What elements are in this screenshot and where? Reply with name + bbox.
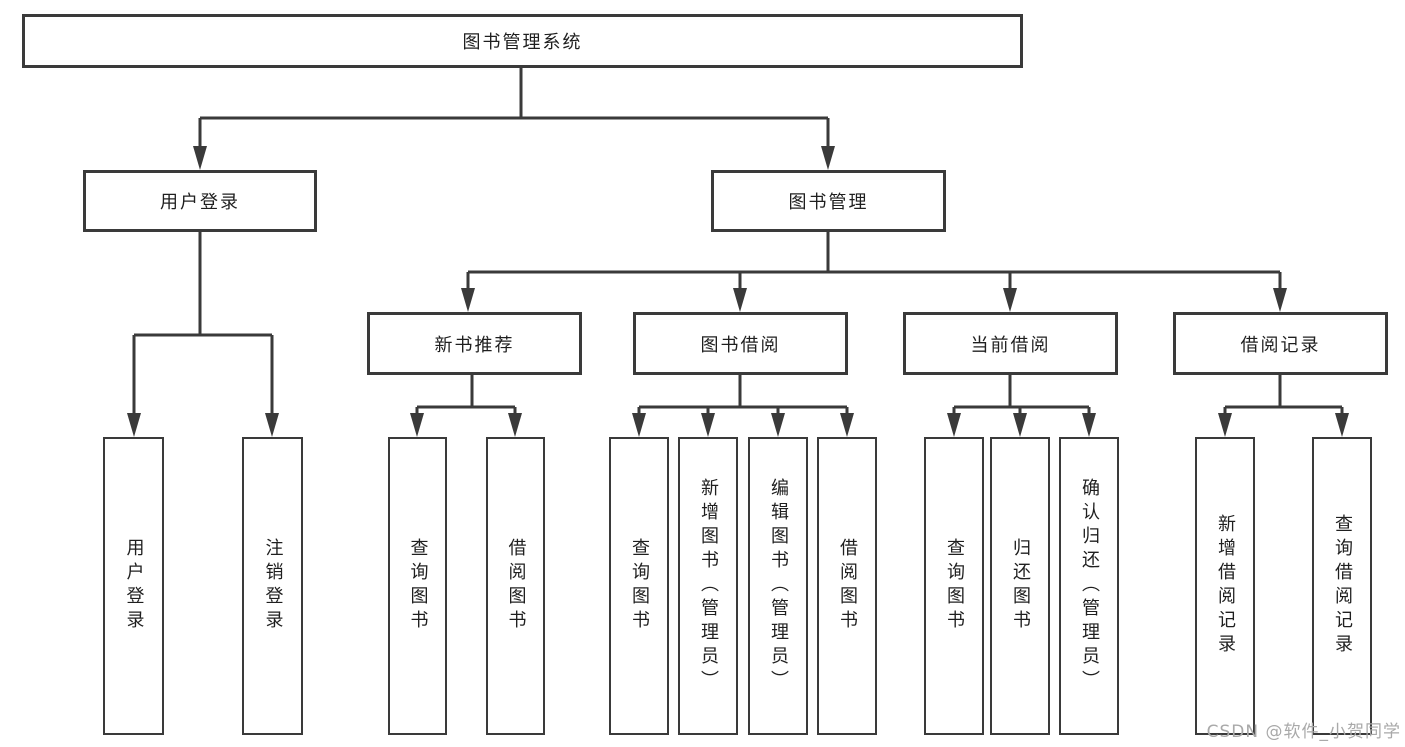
node-current-borrow: 当前借阅 — [903, 312, 1118, 375]
leaf-query-books-borrow: 查询图书 — [609, 437, 669, 735]
arrow-down-icon — [461, 288, 475, 312]
leaf-add-book-admin: 新增图书（管理员） — [678, 437, 738, 735]
arrow-down-icon — [193, 146, 207, 170]
connector-currentborrow-to-leaves — [952, 375, 1091, 416]
arrowheads — [127, 146, 1349, 437]
connector-userlogin-to-leaves — [132, 232, 274, 416]
arrow-down-icon — [1013, 413, 1027, 437]
leaf-label: 注销登录 — [262, 538, 284, 634]
node-library-management-system: 图书管理系统 — [22, 14, 1023, 68]
leaf-confirm-return-admin: 确认归还（管理员） — [1059, 437, 1119, 735]
leaf-label: 查询图书 — [407, 538, 429, 634]
arrow-down-icon — [1218, 413, 1232, 437]
arrow-down-icon — [947, 413, 961, 437]
arrow-down-icon — [1082, 413, 1096, 437]
node-label: 用户登录 — [160, 192, 240, 213]
arrow-down-icon — [632, 413, 646, 437]
arrow-down-icon — [1273, 288, 1287, 312]
leaf-label: 借阅图书 — [505, 538, 527, 634]
node-borrow-records: 借阅记录 — [1173, 312, 1388, 375]
connector-bookmgmt-to-level3 — [466, 232, 1282, 292]
arrow-down-icon — [701, 413, 715, 437]
node-label: 当前借阅 — [970, 334, 1051, 356]
connector-records-to-leaves — [1223, 375, 1344, 416]
connector-bookborrow-to-leaves — [637, 375, 849, 416]
leaf-label: 用户登录 — [123, 538, 145, 634]
leaf-label: 归还图书 — [1010, 538, 1031, 634]
node-label: 借阅记录 — [1240, 334, 1321, 356]
leaf-return-book: 归还图书 — [990, 437, 1050, 735]
node-label: 图书借阅 — [700, 334, 781, 356]
arrow-down-icon — [508, 413, 522, 437]
leaf-add-borrow-record: 新增借阅记录 — [1195, 437, 1255, 735]
leaf-label: 确认归还（管理员） — [1079, 478, 1100, 694]
leaf-label: 编辑图书（管理员） — [768, 478, 789, 694]
arrow-down-icon — [1335, 413, 1349, 437]
leaf-query-borrow-record: 查询借阅记录 — [1312, 437, 1372, 735]
csdn-watermark: CSDN @软件_小贺同学 — [1206, 722, 1401, 742]
connector-newbook-to-leaves — [415, 375, 517, 416]
leaf-edit-book-admin: 编辑图书（管理员） — [748, 437, 808, 735]
connector-root-to-level2 — [198, 68, 830, 150]
leaf-label: 新增借阅记录 — [1215, 514, 1236, 658]
arrow-down-icon — [1003, 288, 1017, 312]
arrow-down-icon — [127, 413, 141, 437]
leaf-query-books-current: 查询图书 — [924, 437, 984, 735]
leaf-label: 借阅图书 — [837, 538, 858, 634]
leaf-query-books-newbook: 查询图书 — [388, 437, 447, 735]
node-new-book-recommend: 新书推荐 — [367, 312, 582, 375]
node-label: 图书管理 — [788, 192, 869, 213]
leaf-label: 新增图书（管理员） — [698, 478, 719, 694]
node-book-management: 图书管理 — [711, 170, 946, 232]
node-label: 图书管理系统 — [462, 32, 583, 53]
leaf-user-login: 用户登录 — [103, 437, 164, 735]
leaf-borrow-books-newbook: 借阅图书 — [486, 437, 545, 735]
arrow-down-icon — [733, 288, 747, 312]
arrow-down-icon — [821, 146, 835, 170]
leaf-label: 查询图书 — [944, 538, 965, 634]
leaf-label: 查询图书 — [629, 538, 650, 634]
arrow-down-icon — [840, 413, 854, 437]
node-label: 新书推荐 — [434, 334, 515, 356]
arrow-down-icon — [410, 413, 424, 437]
node-user-login: 用户登录 — [83, 170, 317, 232]
node-book-borrow: 图书借阅 — [633, 312, 848, 375]
arrow-down-icon — [771, 413, 785, 437]
leaf-borrow-books-borrow: 借阅图书 — [817, 437, 877, 735]
arrow-down-icon — [265, 413, 279, 437]
leaf-label: 查询借阅记录 — [1332, 514, 1353, 658]
leaf-logout-login: 注销登录 — [242, 437, 303, 735]
